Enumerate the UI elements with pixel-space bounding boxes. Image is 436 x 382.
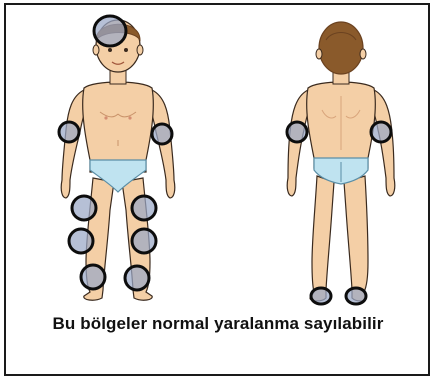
marker-back-left-heel: [311, 288, 331, 304]
marker-back-right-elbow: [371, 122, 391, 142]
back-head: [319, 22, 363, 74]
marker-front-right-elbow: [152, 124, 172, 144]
marker-front-left-thigh: [72, 196, 96, 220]
caption: Bu bölgeler normal yaralanma sayılabilir: [0, 314, 436, 334]
back-left-leg: [310, 176, 334, 301]
front-torso: [83, 82, 154, 172]
marker-front-right-shin: [125, 266, 149, 290]
marker-front-left-elbow: [59, 122, 79, 142]
marker-back-right-heel: [346, 288, 366, 304]
marker-front-left-shin: [81, 265, 105, 289]
marker-front-right-knee: [132, 229, 156, 253]
marker-front-left-knee: [69, 229, 93, 253]
back-view-figure: [287, 22, 395, 301]
front-view-figure: [61, 20, 175, 300]
marker-front-right-thigh: [132, 196, 156, 220]
back-right-leg: [344, 176, 368, 301]
marker-front-head: [94, 16, 126, 46]
marker-back-left-elbow: [287, 122, 307, 142]
